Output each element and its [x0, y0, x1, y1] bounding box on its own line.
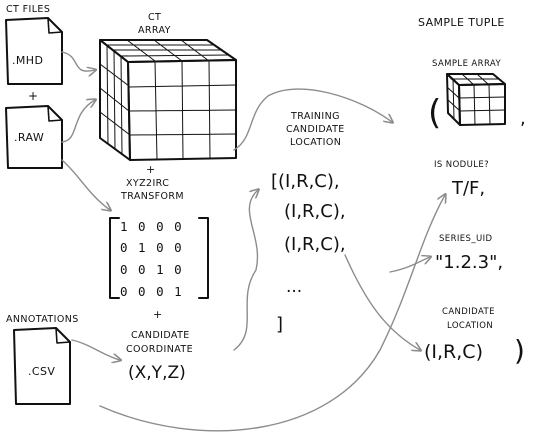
matrix-row-2: 0 1 0 0: [120, 240, 183, 255]
matrix-right-bracket: [198, 217, 209, 299]
mhd-file-label: .MHD: [12, 54, 43, 67]
raw-file-label: .RAW: [14, 131, 44, 144]
matrix-row-4: 0 0 0 1: [120, 284, 183, 299]
transform-label-line2: TRANSFORM: [120, 191, 184, 202]
candidate-coordinate-line1: CANDIDATE: [131, 330, 190, 341]
sample-array-label: SAMPLE ARRAY: [432, 59, 501, 69]
csv-file-icon: [13, 327, 71, 405]
csv-file-label: .CSV: [28, 365, 55, 378]
sample-tuple-close-paren: ): [514, 334, 525, 367]
sample-tuple-open-paren: (: [428, 93, 441, 133]
transform-label-line1: XYZ2IRC: [126, 178, 169, 189]
ct-files-title: CT FILES: [6, 4, 50, 15]
is-nodule-value: T/F,: [451, 178, 485, 199]
candidate-coordinate-plus: +: [153, 308, 163, 321]
matrix-row-3: 0 0 1 0: [120, 262, 183, 277]
training-label-line2: CANDIDATE: [286, 124, 345, 135]
matrix-left-bracket: [109, 217, 120, 299]
series-uid-label: SERIES_UID: [439, 234, 493, 244]
ct-array-cube: [99, 39, 237, 161]
candidate-location-value: (I,R,C): [424, 341, 483, 363]
sample-array-comma: ,: [520, 108, 526, 129]
is-nodule-label: IS NODULE?: [434, 160, 489, 170]
candidate-location-label-line1: CANDIDATE: [442, 307, 495, 317]
training-entry-3: (I,R,C),: [284, 234, 346, 255]
candidate-coordinate-line2: COORDINATE: [126, 344, 193, 355]
candidate-location-label-line2: LOCATION: [447, 321, 493, 331]
training-label-line3: LOCATION: [290, 137, 341, 148]
arrow-annotations-to-is-nodule: [99, 195, 445, 432]
series-uid-value: "1.2.3",: [435, 252, 503, 273]
candidate-coordinate-value: (X,Y,Z): [128, 363, 186, 383]
arrow-raw-to-ct-array: [61, 100, 95, 143]
arrow-mhd-to-ct-array: [61, 51, 95, 71]
arrow-files-to-transform: [61, 159, 110, 210]
training-list-close-bracket: ]: [276, 314, 283, 335]
sample-array-cube: [446, 73, 506, 126]
matrix-row-1: 1 0 0 0: [120, 219, 183, 234]
flow-arrows: [61, 51, 445, 432]
annotations-title: ANNOTATIONS: [6, 314, 79, 325]
transform-plus: +: [146, 163, 156, 176]
arrow-coordinate-to-training-list: [233, 190, 258, 351]
arrow-csv-to-coordinate: [71, 339, 120, 360]
ct-array-label-line1: CT: [148, 12, 161, 23]
mhd-file-icon: [5, 17, 63, 85]
training-ellipsis: ...: [286, 277, 302, 297]
sample-tuple-title: SAMPLE TUPLE: [418, 16, 505, 29]
raw-file-icon: [5, 105, 63, 169]
training-entry-1: [(I,R,C),: [271, 171, 340, 192]
training-entry-2: (I,R,C),: [284, 201, 346, 222]
ct-files-plus: +: [28, 89, 38, 103]
training-label-line1: TRAINING: [290, 111, 340, 122]
arrow-ct-array-to-sample-array: [233, 88, 392, 151]
arrow-to-series-uid: [389, 257, 430, 273]
arrow-list-to-candidate-location: [344, 254, 420, 350]
ct-array-label-line2: ARRAY: [138, 25, 171, 36]
